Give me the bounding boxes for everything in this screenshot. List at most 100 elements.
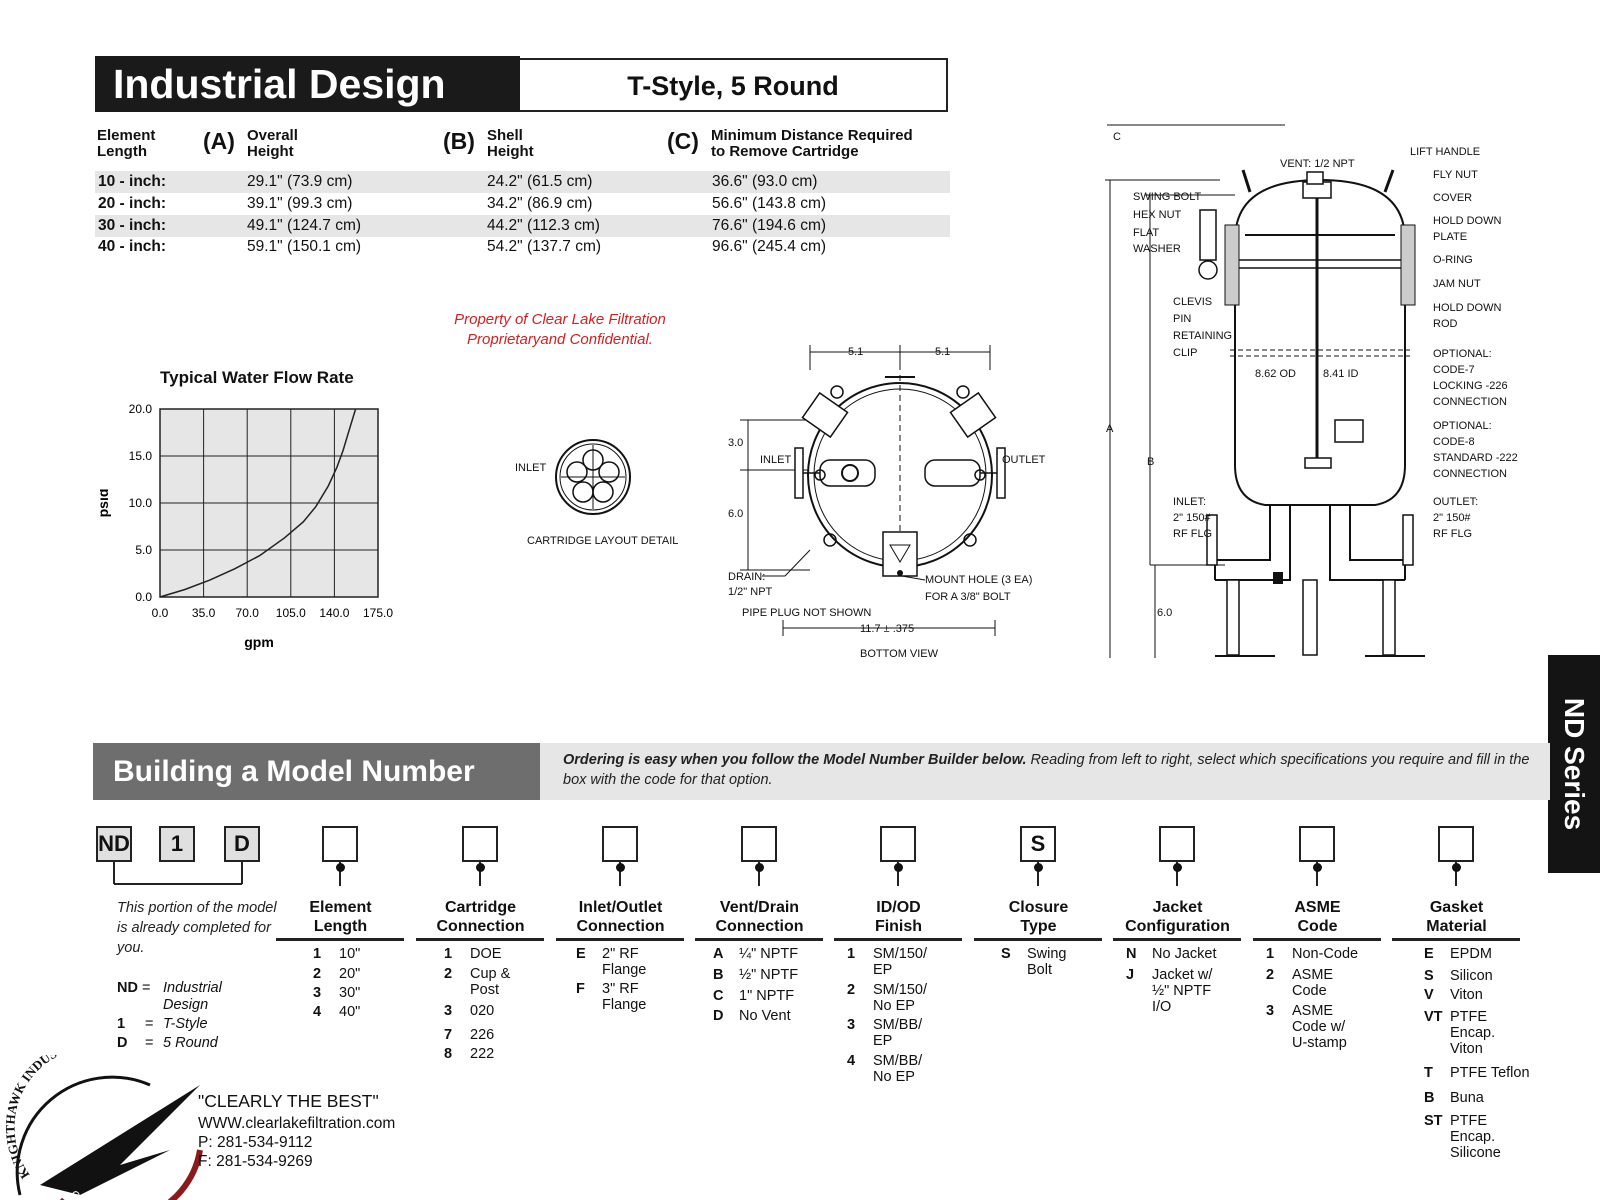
c-mark: C (1113, 131, 1121, 143)
row-shell: 54.2" (137.7 cm) (487, 238, 602, 255)
option-label: Swing Bolt (1027, 946, 1067, 978)
option-label: PTFE Encap. Silicone (1450, 1113, 1501, 1161)
column-title-jacket-configuration: Jacket Configuration (1125, 899, 1230, 935)
mount-hole-label: MOUNT HOLE (3 EA) (925, 574, 1032, 586)
option-label: EPDM (1450, 946, 1492, 962)
mount-plate (882, 531, 918, 577)
option-code: 3 (847, 1017, 856, 1033)
chart-x-tick-label: 35.0 (192, 606, 216, 620)
code-box-vent-drain-connection[interactable] (741, 826, 777, 862)
option-code: 4 (847, 1053, 856, 1069)
code-box-id-od-finish[interactable] (880, 826, 916, 862)
fly-nut-label: FLY NUT (1433, 169, 1478, 181)
code-box-jacket-configuration[interactable] (1159, 826, 1195, 862)
option-code: C (713, 988, 724, 1004)
opt8-label-1: OPTIONAL: (1433, 420, 1492, 432)
column-title-asme-code: ASME Code (1294, 899, 1341, 935)
row-length: 30 - inch: (98, 217, 167, 234)
column-rule (276, 938, 404, 941)
row-shell: 44.2" (112.3 cm) (487, 217, 600, 234)
clevis-label-3: RETAINING (1173, 330, 1232, 342)
code-box-dot (893, 863, 903, 872)
option-label: SM/150/ No EP (873, 982, 927, 1014)
code-box-closure-type[interactable]: S (1020, 826, 1056, 862)
option-label: 10" (339, 946, 361, 962)
code-box-connector (619, 862, 621, 886)
option-label: SM/BB/ No EP (873, 1053, 923, 1085)
option-code: VT (1424, 1009, 1443, 1025)
a-mark: A (1106, 423, 1114, 435)
row-length: 40 - inch: (98, 238, 167, 255)
column-rule (834, 938, 962, 941)
inlet-nozzle (819, 459, 876, 487)
lift-handle-label: LIFT HANDLE (1410, 146, 1480, 158)
option-label: Silicon (1450, 968, 1493, 984)
option-label: No Vent (739, 1008, 791, 1024)
legend-key: 1 (117, 1016, 126, 1032)
column-title-id-od-finish: ID/OD Finish (874, 899, 923, 935)
row-min: 56.6" (143.8 cm) (712, 195, 827, 212)
code-box-asme-code[interactable] (1299, 826, 1335, 862)
code-box-connector (897, 862, 899, 886)
code-box-dot (615, 863, 625, 872)
clevis-label-1: CLEVIS (1173, 296, 1212, 308)
cartridge-circle (572, 481, 594, 503)
option-code: V (1424, 987, 1434, 1003)
code-box-cartridge-connection[interactable] (462, 826, 498, 862)
inlet-label-3: RF FLG (1173, 528, 1212, 540)
vessel-body (1234, 178, 1406, 506)
col-a-letter: (A) (203, 128, 235, 154)
option-gasket-material: S Silicon (1424, 968, 1554, 984)
opt7-label-3: LOCKING -226 (1433, 380, 1508, 392)
row-shell: 24.2" (61.5 cm) (487, 173, 593, 190)
column-title-closure-type: Closure Type (1008, 899, 1069, 935)
code-box-inlet-outlet-connection[interactable] (602, 826, 638, 862)
code-box-element-length[interactable] (322, 826, 358, 862)
bv-inlet-label: INLET (760, 454, 791, 466)
option-code: F (576, 981, 585, 997)
dim-5-1-right: 5.1 (935, 346, 950, 358)
fax: F: 281-534-9269 (198, 1153, 313, 1170)
code-box-gasket-material[interactable] (1438, 826, 1474, 862)
option-label: 3" RF Flange (602, 981, 647, 1013)
column-title-inlet-outlet-connection: Inlet/Outlet Connection (576, 899, 665, 935)
cartridge-inner-circle (559, 443, 627, 511)
code-box-dot (754, 863, 764, 872)
legend-eq: = (141, 980, 151, 996)
option-code: 2 (1266, 967, 1275, 983)
table-row: 30 - inch: 49.1" (124.7 cm) 44.2" (112.3… (95, 215, 950, 237)
option-label: 40" (339, 1004, 361, 1020)
option-label: 020 (470, 1003, 495, 1019)
chart-x-tick-label: 105.0 (276, 606, 306, 620)
option-code: T (1424, 1065, 1433, 1081)
phone: P: 281-534-9112 (198, 1134, 313, 1151)
col-b-letter: (B) (443, 128, 475, 154)
option-label: ASME Code w/ U-stamp (1292, 1003, 1347, 1051)
bottom-view-diagram: 5.1 5.1 3.0 6.0 INLET OUTLET DRAIN: 1/2"… (728, 345, 1046, 660)
option-code: J (1126, 967, 1135, 983)
option-label: PTFE Encap. Viton (1450, 1009, 1496, 1057)
option-code: 1 (1266, 946, 1275, 962)
option-code: E (1424, 946, 1434, 962)
cover-label: COVER (1433, 192, 1472, 204)
confidential-line2: Proprietaryand Confidential. (467, 331, 653, 348)
column-rule (1253, 938, 1381, 941)
option-code: S (1424, 968, 1434, 984)
inlet-label-2: 2" 150# (1173, 512, 1211, 524)
legend-value: 5 Round (163, 1035, 218, 1051)
option-code: 2 (313, 966, 322, 982)
option-code: 1 (313, 946, 322, 962)
option-label: 30" (339, 985, 361, 1001)
opt8-label-2: CODE-8 (1433, 436, 1475, 448)
